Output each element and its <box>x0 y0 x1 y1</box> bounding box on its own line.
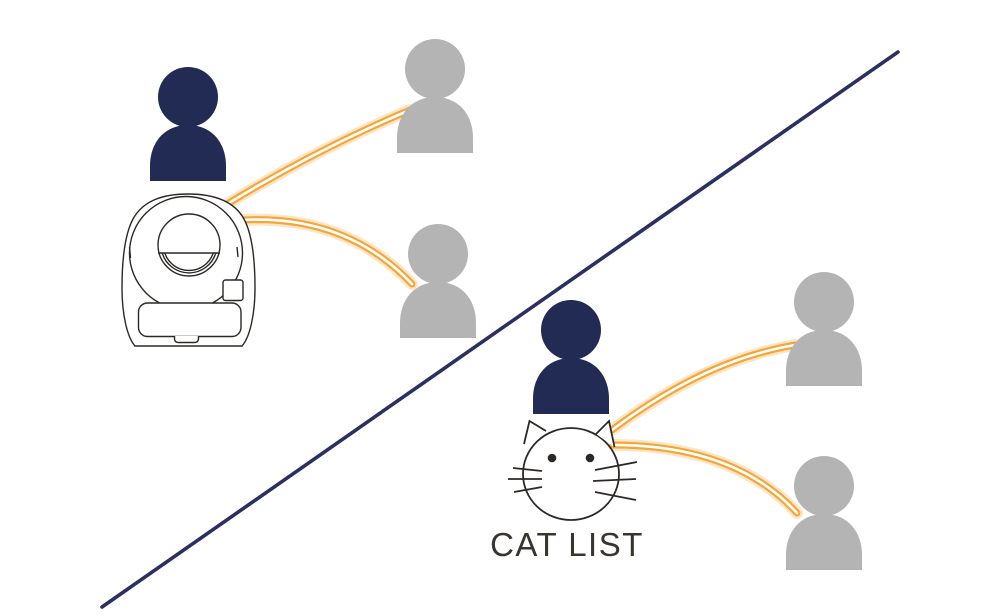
litter-robot-icon <box>121 193 256 347</box>
connection-curve-bottom-left <box>223 213 418 290</box>
diagonal-divider-line <box>100 50 900 609</box>
cat-left-ear <box>523 419 547 445</box>
connection-curve-bottom-right <box>607 439 803 519</box>
right-owner-person-icon <box>533 300 609 414</box>
cat-left-eye <box>547 453 557 463</box>
cat-list-label: CAT LIST <box>490 526 644 563</box>
right-shared-user-1-icon <box>786 272 862 386</box>
left-group-connections <box>218 104 418 290</box>
cat-right-eye <box>585 453 595 463</box>
left-shared-user-1-icon <box>397 39 473 153</box>
connection-curve-top-right <box>606 339 801 436</box>
cat-right-ear <box>595 419 616 448</box>
cat-whiskers <box>508 461 638 501</box>
cat-face-icon <box>508 419 638 521</box>
right-group-connections <box>606 339 803 519</box>
left-owner-person-icon <box>150 67 226 181</box>
connection-curve-top-left <box>218 104 416 212</box>
